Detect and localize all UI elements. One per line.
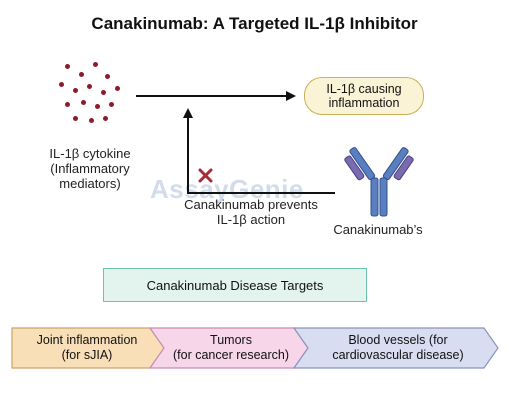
inflammation-outcome-box: IL-1β causing inflammation	[304, 77, 424, 115]
outcome-line-2: inflammation	[328, 96, 400, 110]
diagram-title: Canakinumab: A Targeted IL-1β Inhibitor	[91, 14, 418, 33]
target-3-line-1: Blood vessels (for	[348, 333, 448, 347]
target-3-line-2: cardiovascular disease)	[332, 348, 464, 362]
antibody-icon	[344, 147, 414, 217]
target-1-label: Joint inflammation (for sJIA)	[12, 333, 162, 363]
target-2-line-2: (for cancer research)	[172, 348, 289, 362]
outcome-line-1: IL-1β causing	[326, 82, 402, 96]
target-1-line-2: (for sJIA)	[61, 348, 113, 362]
target-2-line-1: Tumors	[210, 333, 252, 347]
cytokine-label-line-3: mediators)	[59, 176, 121, 191]
antibody-label: Canakinumab’s	[333, 222, 423, 237]
inhibition-arrow	[183, 108, 335, 194]
target-chevron-3	[292, 327, 499, 369]
block-x-icon	[198, 168, 213, 183]
svg-text:AssayGenie: AssayGenie	[150, 174, 304, 204]
prevents-label-line-2: IL-1β action	[216, 212, 286, 227]
target-3-label: Blood vessels (for cardiovascular diseas…	[308, 333, 488, 363]
disease-targets-heading: Canakinumab Disease Targets	[103, 268, 367, 302]
cytokine-label: IL-1β cytokine (Inflammatory mediators)	[30, 146, 150, 191]
il1b-cytokine-cluster-icon	[55, 60, 125, 130]
target-1-line-1: Joint inflammation	[36, 333, 138, 347]
cytokine-label-line-2: (Inflammatory	[50, 161, 130, 176]
target-2-label: Tumors (for cancer research)	[160, 333, 302, 363]
prevents-label: Canakinumab prevents IL-1β action	[176, 197, 326, 227]
cytokine-label-line-1: IL-1β cytokine	[49, 146, 131, 161]
prevents-label-line-1: Canakinumab prevents	[184, 197, 318, 212]
